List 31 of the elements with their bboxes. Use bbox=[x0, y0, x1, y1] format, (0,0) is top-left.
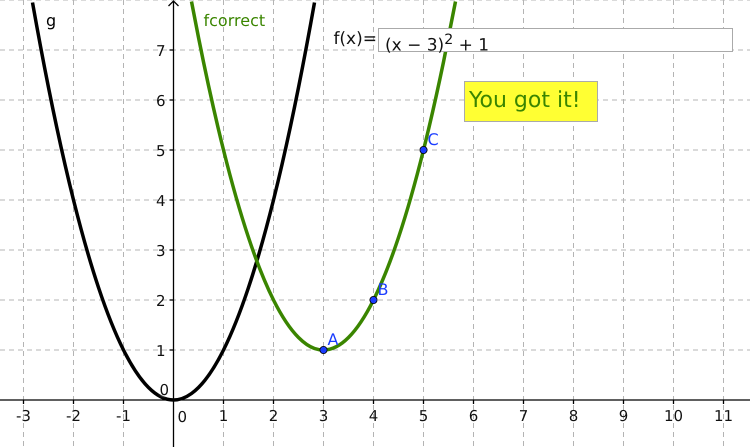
curve-label: g bbox=[46, 11, 56, 30]
point-label: B bbox=[378, 280, 388, 299]
tick-label: 5 bbox=[156, 142, 166, 160]
tick-label: 5 bbox=[418, 407, 428, 425]
tick-label: 8 bbox=[568, 407, 578, 425]
tick-label: -1 bbox=[116, 407, 131, 425]
curve-label: fcorrect bbox=[204, 11, 266, 30]
tick-label: 11 bbox=[714, 407, 734, 425]
tick-label: 1 bbox=[218, 407, 228, 425]
tick-label: -2 bbox=[66, 407, 81, 425]
point-label: C bbox=[428, 130, 439, 149]
tick-label: 1 bbox=[156, 342, 166, 360]
tick-label: 3 bbox=[318, 407, 328, 425]
point-label: A bbox=[328, 330, 338, 349]
tick-label: 6 bbox=[468, 407, 478, 425]
tick-label: 2 bbox=[156, 292, 166, 310]
tick-label: 4 bbox=[368, 407, 378, 425]
input-field: (x − 3)$^{2}$ + 1 bbox=[378, 28, 733, 52]
tick-label: -3 bbox=[16, 407, 31, 425]
tick-label: 10 bbox=[664, 407, 684, 425]
feedback-message: You got it! bbox=[464, 81, 598, 122]
tick-label: 6 bbox=[156, 92, 166, 110]
tick-label: 7 bbox=[518, 407, 528, 425]
tick-label: 4 bbox=[156, 192, 166, 210]
function-label: f(x)= bbox=[333, 29, 377, 49]
tick-label: 9 bbox=[618, 407, 628, 425]
origin-label: 0 bbox=[160, 382, 170, 399]
tick-label: 3 bbox=[156, 242, 166, 260]
tick-label: 2 bbox=[268, 407, 278, 425]
origin-label: 0 bbox=[178, 409, 188, 426]
tick-label: 7 bbox=[156, 42, 166, 60]
